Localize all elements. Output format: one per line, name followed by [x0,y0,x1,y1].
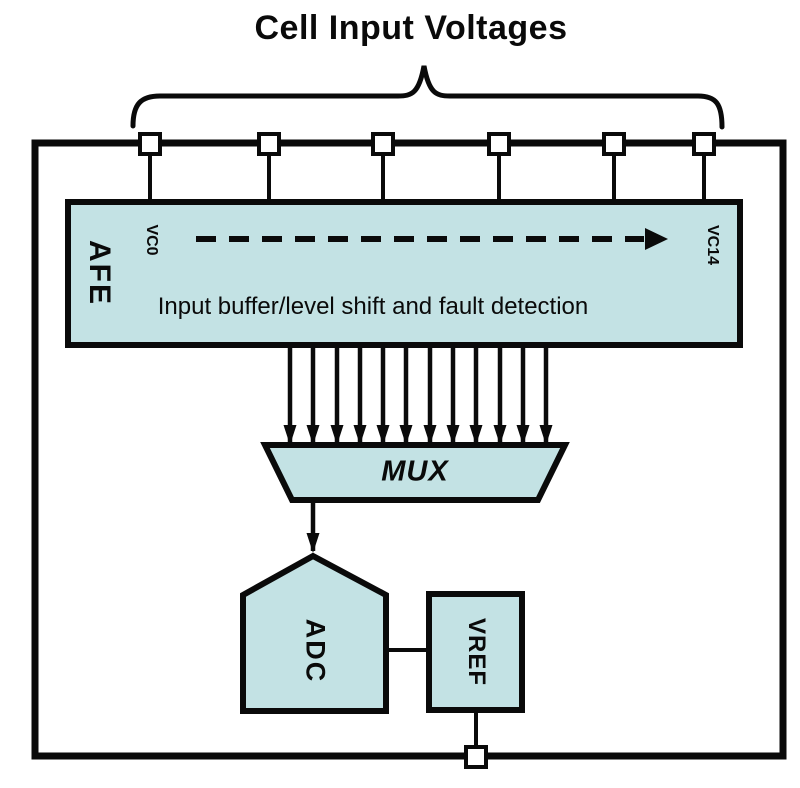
diagram-title: Cell Input Voltages [254,9,568,47]
channel-scan-arrowhead [645,228,668,250]
afe-block [65,199,743,348]
vc0-label: VC0 [143,224,160,256]
adc-label: ADC [300,618,331,684]
bottom-terminal [464,745,488,769]
cell-input-terminal [487,132,511,156]
cell-input-terminal [692,132,716,156]
cell-input-terminal [138,132,162,156]
vc14-label: VC14 [704,224,721,266]
mux-label: MUX [381,455,449,488]
cell-input-terminal [602,132,626,156]
mux-block [260,442,570,503]
cell-input-terminal [371,132,395,156]
afe-function-text: Input buffer/level shift and fault detec… [157,293,589,320]
cell-input-terminal [257,132,281,156]
mux-input-arrows [283,345,553,445]
adc-block [240,552,389,714]
top-terminal-stems [148,150,706,205]
vref-label: VREF [463,617,490,687]
afe-label: AFE [83,240,116,306]
cell-inputs-brace [130,65,725,130]
chip-outline [31,139,787,760]
top-terminals [138,132,716,156]
